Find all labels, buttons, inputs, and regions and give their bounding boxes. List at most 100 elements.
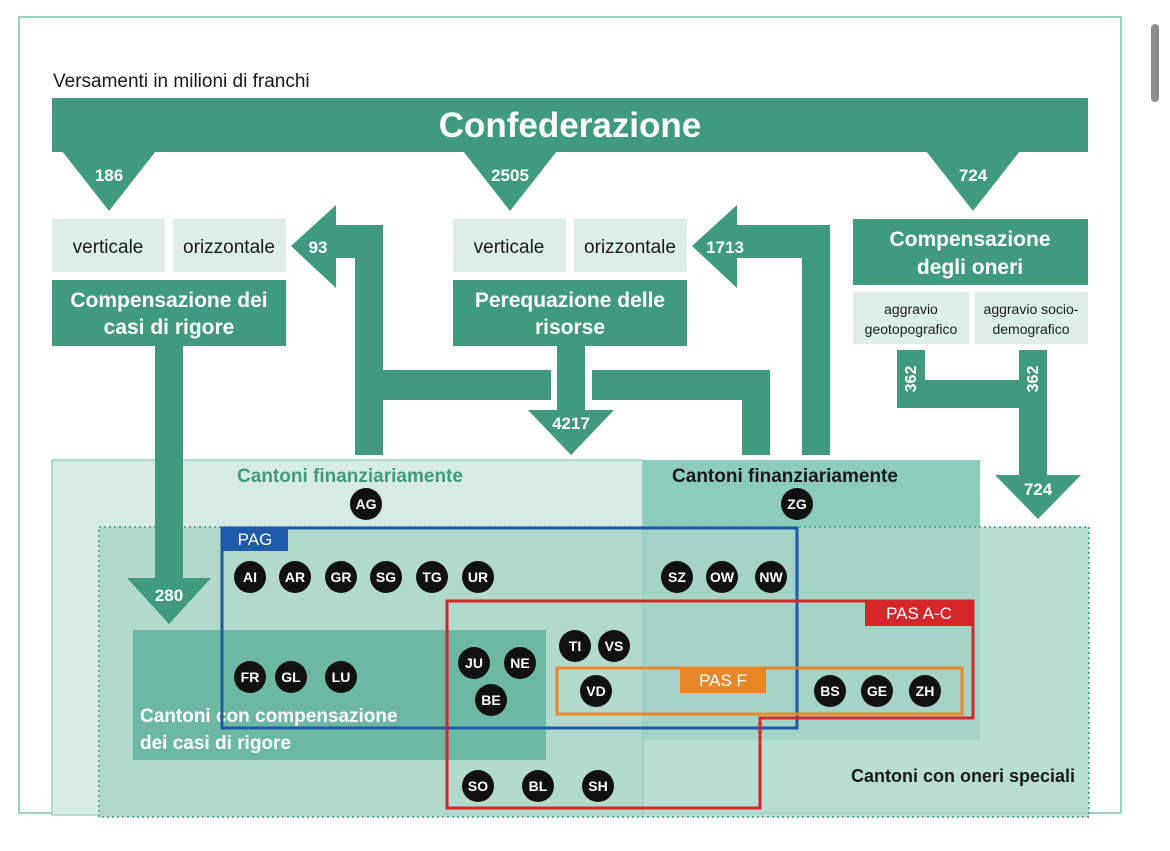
canton-badge-ow: OW: [706, 561, 738, 593]
arrow-4217-shaft: [557, 346, 585, 410]
canton-code: TI: [569, 638, 581, 654]
canton-code: BE: [481, 692, 500, 708]
arrow-down-right: [926, 151, 1020, 211]
canton-code: UR: [468, 569, 488, 585]
canton-code: NE: [510, 655, 529, 671]
canton-badge-be: BE: [475, 684, 507, 716]
canton-badge-sh: SH: [582, 770, 614, 802]
canton-code: SO: [468, 778, 488, 794]
canton-badge-circle: [325, 561, 357, 593]
canton-badge-gr: GR: [325, 561, 357, 593]
canton-badge-circle: [234, 661, 266, 693]
socio-burden-line1: aggravio socio-: [984, 301, 1079, 317]
canton-badge-ju: JU: [458, 647, 490, 679]
burden-right-shaft: [1019, 350, 1047, 478]
canton-badge-circle: [475, 684, 507, 716]
rigore-title-line2: casi di rigore: [104, 316, 235, 339]
pas-ac-label: PAS A-C: [886, 604, 952, 623]
canton-badge-circle: [706, 561, 738, 593]
canton-badge-circle: [582, 770, 614, 802]
canton-badge-circle: [559, 630, 591, 662]
canton-badge-circle: [861, 675, 893, 707]
flow-value-93: 93: [309, 238, 328, 257]
canton-code: SG: [376, 569, 396, 585]
strong-cantons-label: Cantoni finanziariamente: [672, 466, 898, 487]
canton-badge-bl: BL: [522, 770, 554, 802]
orizzontale-box-center: [574, 219, 687, 272]
canton-badge-circle: [234, 561, 266, 593]
arrow-left-93: [291, 205, 383, 288]
arrow-93-connector: [355, 370, 551, 400]
canton-badge-circle: [275, 661, 307, 693]
orizzontale-label-center: orizzontale: [584, 237, 676, 258]
canton-badge-ne: NE: [504, 647, 536, 679]
flow-value-4217: 4217: [552, 414, 590, 433]
geo-burden-line2: geotopografico: [865, 321, 958, 337]
flow-value-724-bottom: 724: [1024, 480, 1053, 499]
flow-value-2505: 2505: [491, 166, 529, 185]
canton-code: NW: [759, 569, 783, 585]
arrow-down-left: [62, 151, 156, 211]
canton-badge-circle: [781, 488, 813, 520]
verticale-label-center: verticale: [474, 237, 545, 258]
risorse-box: [453, 280, 687, 346]
flow-value-724-top: 724: [959, 166, 988, 185]
pas-f-label: PAS F: [699, 671, 747, 690]
flow-value-362-right: 362: [1025, 366, 1042, 393]
confederation-bar: [52, 98, 1088, 152]
canton-badge-circle: [580, 675, 612, 707]
geo-burden-box: [853, 292, 969, 344]
canton-badge-sg: SG: [370, 561, 402, 593]
pag-outline: [220, 526, 799, 730]
canton-badge-circle: [909, 675, 941, 707]
arrow-93-upright: [355, 258, 383, 455]
canton-code: SZ: [668, 569, 686, 585]
canton-badge-tg: TG: [416, 561, 448, 593]
canton-badge-circle: [755, 561, 787, 593]
canton-code: GE: [867, 683, 887, 699]
canton-badge-ge: GE: [861, 675, 893, 707]
canton-badge-zg: ZG: [781, 488, 813, 520]
canton-code: VD: [586, 683, 605, 699]
orizzontale-label-left: orizzontale: [183, 237, 275, 258]
arrow-1713-drop: [742, 370, 770, 455]
socio-burden-box: [975, 292, 1088, 344]
canton-badge-vs: VS: [598, 630, 630, 662]
canton-badge-bs: BS: [814, 675, 846, 707]
arrow-down-280: [127, 578, 211, 624]
canton-badge-circle: [598, 630, 630, 662]
rigore-shaft: [155, 346, 183, 578]
canton-badge-circle: [325, 661, 357, 693]
socio-burden-line2: demografico: [992, 321, 1069, 337]
flow-value-186: 186: [95, 166, 123, 185]
canton-badge-circle: [814, 675, 846, 707]
canton-badge-circle: [462, 770, 494, 802]
canton-badge-ar: AR: [279, 561, 311, 593]
oneri-title-line1: Compensazione: [889, 228, 1050, 251]
confederation-title: Confederazione: [439, 106, 702, 145]
canton-badge-circle: [504, 647, 536, 679]
canton-code: BL: [529, 778, 548, 794]
scrollbar-thumb[interactable]: [1151, 24, 1159, 102]
special-burden-label: Cantoni con oneri speciali: [851, 766, 1075, 786]
canton-code: GL: [281, 669, 301, 685]
canton-badge-nw: NW: [755, 561, 787, 593]
arrow-down-724: [995, 475, 1081, 519]
canton-code: VS: [605, 638, 624, 654]
canton-badge-circle: [350, 488, 382, 520]
oneri-box: [853, 219, 1088, 285]
canton-badge-fr: FR: [234, 661, 266, 693]
canton-code: BS: [820, 683, 839, 699]
rigore-cantons-label-line1: Cantoni con compensazione: [140, 706, 398, 727]
canton-badge-circle: [370, 561, 402, 593]
canton-badge-circle: [416, 561, 448, 593]
canton-code: FR: [241, 669, 260, 685]
canton-badge-ag: AG: [350, 488, 382, 520]
arrow-1713-connector: [592, 370, 770, 400]
verticale-box-center: [453, 219, 566, 272]
canton-code: OW: [710, 569, 735, 585]
arrow-down-4217: [528, 410, 614, 455]
canton-badge-so: SO: [462, 770, 494, 802]
canton-code: TG: [422, 569, 442, 585]
